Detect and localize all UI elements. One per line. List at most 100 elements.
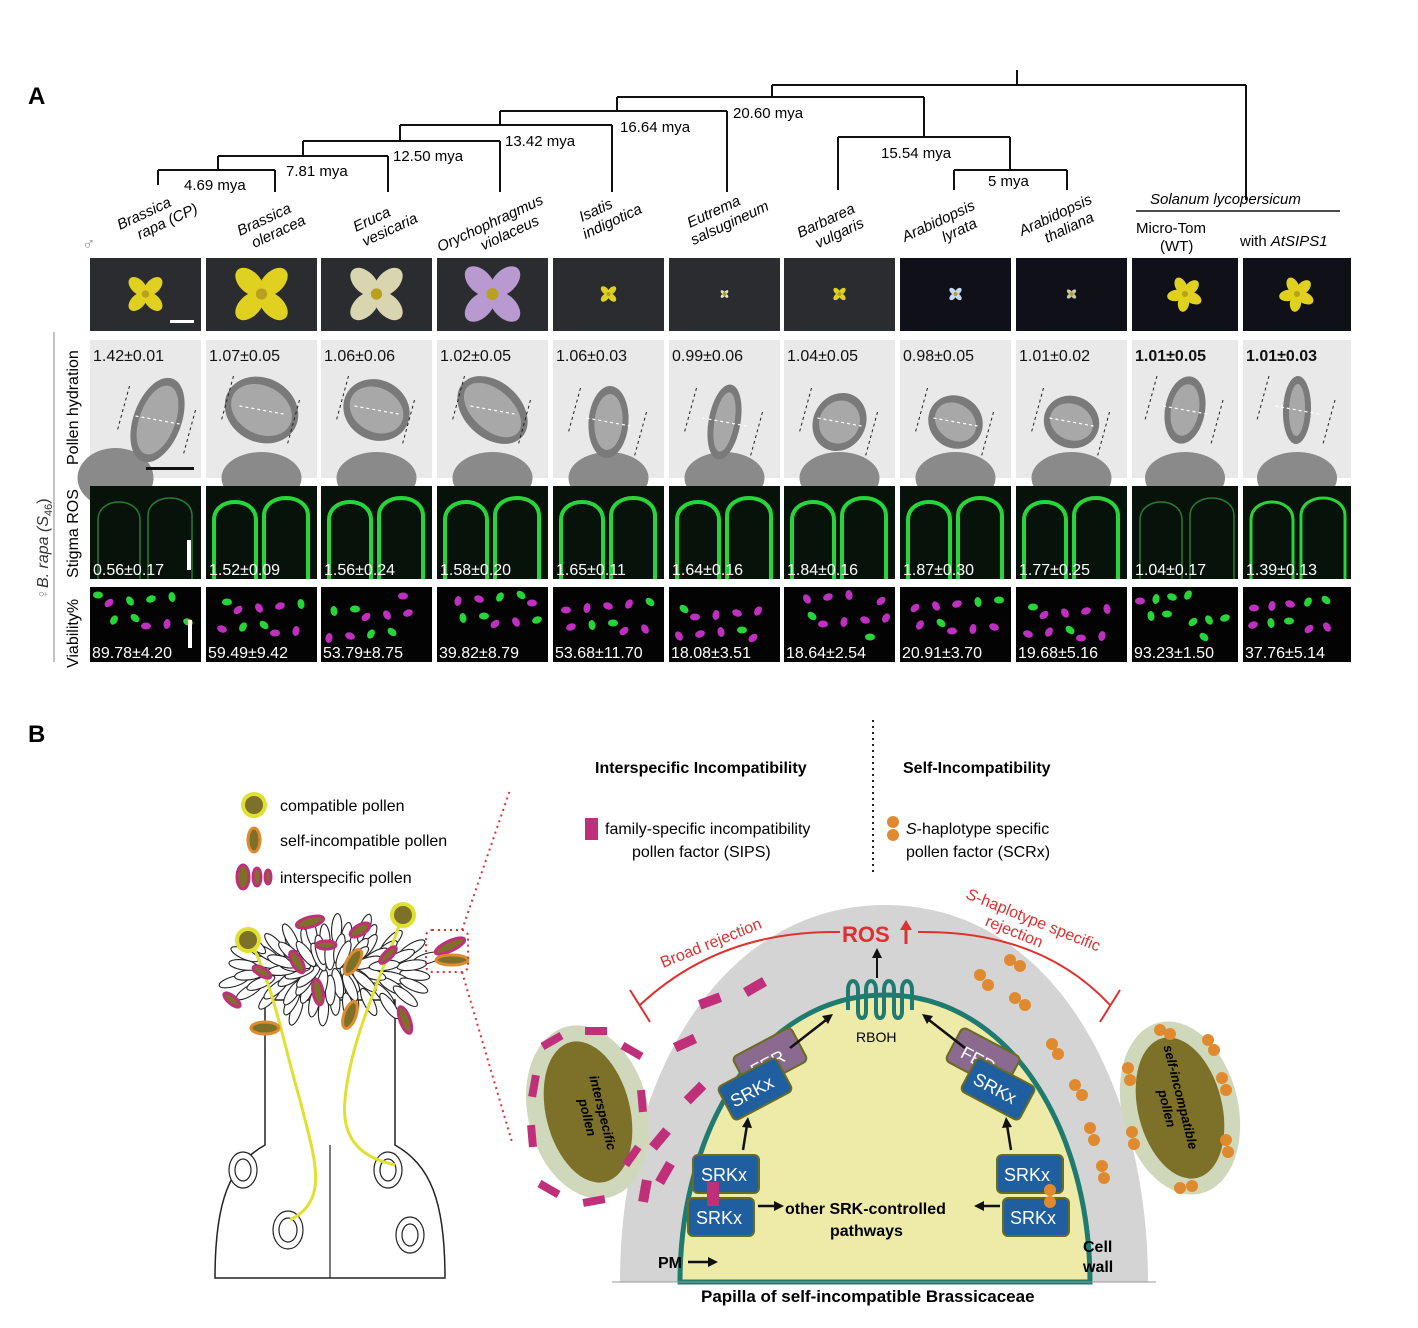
viability-image: 93.23±1.50 — [1132, 587, 1238, 662]
stigma-ros-image: 1.64±0.16 — [669, 486, 780, 579]
hydration-value: 1.06±0.03 — [556, 348, 627, 365]
ros-label: ROS — [842, 922, 890, 947]
ros-value: 1.65±0.11 — [556, 562, 626, 579]
divergence-time-label: 5 mya — [988, 173, 1030, 190]
divergence-time-label: 13.42 mya — [505, 133, 576, 150]
pistil-illustration — [214, 789, 513, 1279]
cell-wall-label-line1: Cell — [1083, 1239, 1112, 1256]
left-receptor-complex: FER SRKx — [717, 1027, 808, 1121]
viability-value: 89.78±4.20 — [92, 645, 172, 662]
viability-value: 53.68±11.70 — [555, 645, 643, 662]
panel-a-label: A — [28, 83, 45, 110]
viability-value: 18.08±3.51 — [671, 645, 751, 662]
flower-image-row — [90, 258, 1351, 331]
microtom-label: Micro-Tom — [1136, 220, 1206, 237]
stigma-ros-image: 1.56±0.24 — [321, 486, 432, 579]
viability-image: 20.91±3.70 — [900, 587, 1011, 662]
header-self-incompatibility: Self-Incompatibility — [903, 760, 1051, 777]
viability-image: 89.78±4.20 — [90, 587, 201, 662]
pollen-hydration-image: 1.07±0.05 — [206, 340, 317, 504]
row-label-ros: Stigma ROS — [65, 489, 82, 578]
female-species-label: ♀B. rapa (S46) — [35, 498, 55, 600]
viability-image: 39.82±8.79 — [437, 587, 548, 662]
flower-photo — [1132, 258, 1238, 331]
pollen-hydration-image: 1.01±0.02 — [1016, 340, 1127, 504]
flower-photo — [669, 258, 780, 331]
signaling-arrows — [688, 1014, 1013, 1267]
pollen-hydration-image: 1.06±0.03 — [553, 340, 664, 504]
solanum-header: Solanum lycopersicum — [1150, 191, 1301, 208]
flower-photo — [784, 258, 895, 331]
pollen-hydration-image: 1.01±0.05 — [1132, 340, 1238, 504]
rboh-label: RBOH — [856, 1029, 896, 1045]
sips-label-line2: pollen factor (SIPS) — [632, 844, 771, 861]
left-srk-dimer: SRKx SRKx — [687, 1154, 760, 1237]
legend-interspecific: interspecific pollen — [280, 870, 412, 887]
hydration-image-row: 1.42±0.01 1.07±0.05 1.06±0.06 1.02±0.05 1.06… — [77, 340, 1351, 508]
male-symbol: ♂ — [82, 234, 96, 254]
flower-photo — [206, 258, 317, 331]
pollen-hydration-image: 1.01±0.03 — [1243, 340, 1351, 504]
viability-image: 37.76±5.14 — [1243, 587, 1351, 662]
viability-value: 39.82±8.79 — [439, 645, 519, 662]
papilla-caption: Papilla of self-incompatible Brassicacea… — [701, 1287, 1035, 1306]
microtom-wt-label: (WT) — [1160, 238, 1193, 255]
pollen-hydration-image: 1.04±0.05 — [784, 340, 895, 504]
srkx-label: SRKx — [701, 1165, 747, 1185]
stigma-ros-image: 1.84±0.16 — [784, 486, 895, 579]
row-labels: ♀B. rapa (S46) Pollen hydration Stigma R… — [35, 332, 82, 668]
ros-value: 1.77±0.25 — [1019, 562, 1090, 579]
ros-value: 0.56±0.17 — [93, 562, 164, 579]
hydration-value: 1.06±0.06 — [324, 348, 395, 365]
divergence-time-label: 16.64 mya — [620, 119, 691, 136]
viability-image: 53.79±8.75 — [321, 587, 432, 662]
right-srk-dimer: SRKx SRKx — [996, 1154, 1070, 1237]
rboh-channel-icon — [846, 979, 914, 1020]
scr-factors — [974, 954, 1110, 1184]
pollen-hydration-image: 0.99±0.06 — [669, 340, 780, 504]
srkx-label: SRKx — [1010, 1208, 1056, 1228]
viability-value: 93.23±1.50 — [1134, 645, 1214, 662]
viability-value: 20.91±3.70 — [902, 645, 982, 662]
legend-compatible: compatible pollen — [280, 798, 405, 815]
hydration-value: 1.01±0.05 — [1135, 348, 1206, 365]
viability-value: 37.76±5.14 — [1245, 645, 1325, 662]
ros-value: 1.87±0.30 — [903, 562, 974, 579]
ros-up-arrow-icon — [900, 920, 912, 944]
scr-label-line1: S-haplotype specific — [906, 821, 1049, 838]
compatible-pollen-icon — [241, 792, 267, 818]
viability-image: 19.68±5.16 — [1016, 587, 1127, 662]
ros-value: 1.39±0.13 — [1246, 562, 1317, 579]
other-pathways-line2: pathways — [830, 1223, 903, 1240]
divergence-time-label: 7.81 mya — [286, 163, 348, 180]
ros-value: 1.52±0.09 — [209, 562, 280, 579]
flower-photo — [1243, 258, 1351, 331]
flower-photo — [437, 258, 548, 331]
panel-b-label: B — [28, 721, 45, 748]
divergence-time-label: 4.69 mya — [184, 177, 246, 194]
hydration-value: 1.02±0.05 — [440, 348, 511, 365]
stigma-ros-image: 1.39±0.13 — [1243, 486, 1351, 579]
flower-photo — [90, 258, 201, 331]
hydration-value: 1.07±0.05 — [209, 348, 280, 365]
other-pathways-line1: other SRK-controlled — [785, 1201, 946, 1218]
stigma-ros-image: 0.56±0.17 — [90, 486, 201, 579]
srkx-label: SRKx — [696, 1208, 742, 1228]
hydration-value: 1.04±0.05 — [787, 348, 858, 365]
viability-image: 18.08±3.51 — [669, 587, 780, 662]
pm-label: PM — [658, 1255, 682, 1272]
viability-value: 59.49±9.42 — [208, 645, 288, 662]
divergence-time-label: 15.54 mya — [881, 145, 952, 162]
stigma-ros-image: 1.52±0.09 — [206, 486, 317, 579]
legend-self-incompatible: self-incompatible pollen — [280, 833, 447, 850]
right-receptor-complex: FER SRKx — [945, 1027, 1036, 1121]
flower-photo — [900, 258, 1011, 331]
scr-legend-icon — [887, 816, 899, 841]
hydration-value: 1.42±0.01 — [93, 348, 164, 365]
ros-value: 1.56±0.24 — [324, 562, 395, 579]
interspecific-pollen-grain: interspecific pollen — [526, 1025, 650, 1207]
papilla-diagram: Broad rejection S-haplotype specific rej… — [526, 886, 1241, 1285]
pollen-hydration-image: 1.42±0.01 — [77, 340, 201, 508]
